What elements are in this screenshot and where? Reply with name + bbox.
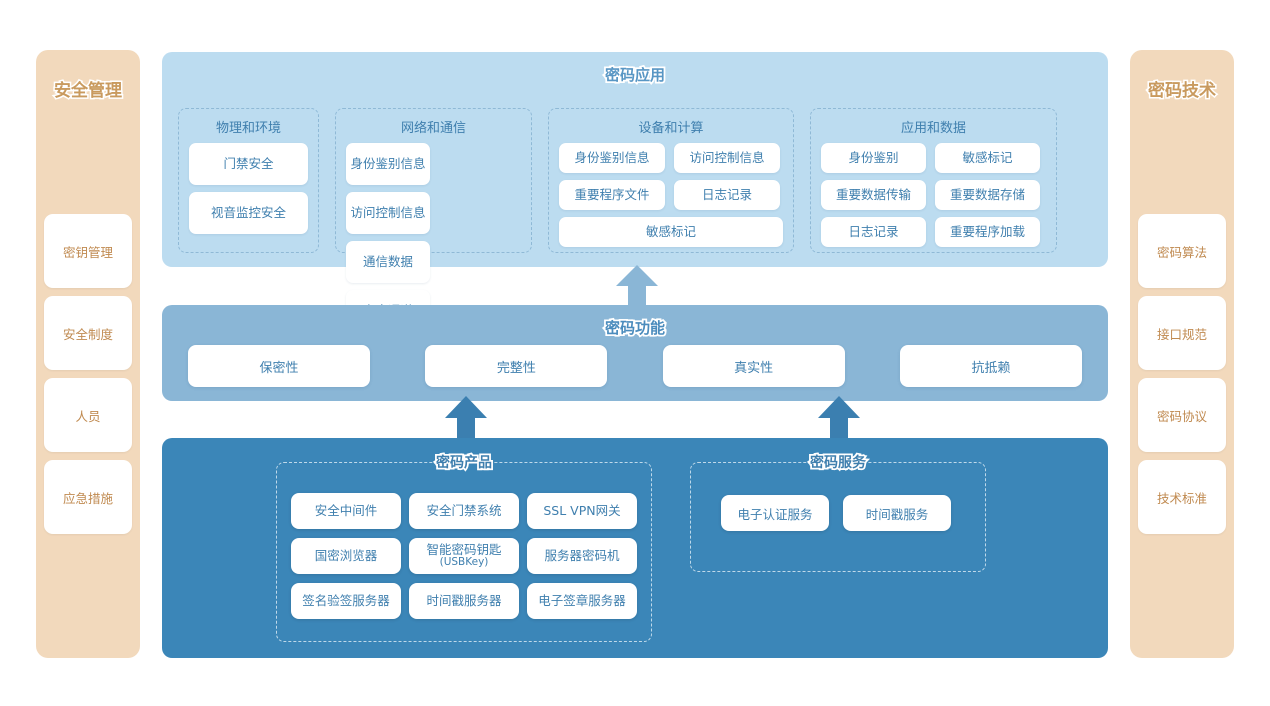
cell-device-sensitive-marking[interactable]: 敏感标记 [559, 217, 783, 247]
panel-application-title: 密码应用 [603, 64, 667, 86]
cell-access-control-security[interactable]: 门禁安全 [189, 143, 308, 185]
cell-e-certification-service[interactable]: 电子认证服务 [721, 495, 829, 531]
cell-security-middleware[interactable]: 安全中间件 [291, 493, 401, 529]
group-device-title: 设备和计算 [638, 121, 704, 136]
panel-crypto-function: 密码功能 保密性 完整性 真实性 抗抵赖 [162, 305, 1108, 401]
group-network-cells: 身份鉴别信息 访问控制信息 通信数据 安全通道 [346, 143, 521, 332]
panel-crypto-application: 密码应用 物理和环境 门禁安全 视音监控安全 网络和通信 身份鉴别信息 访问控制… [162, 52, 1108, 332]
cell-confidentiality[interactable]: 保密性 [188, 345, 370, 387]
cell-device-log-record[interactable]: 日志记录 [674, 180, 780, 210]
group-appdata-cells: 身份鉴别 敏感标记 重要数据传输 重要数据存储 日志记录 重要程序加载 [821, 143, 1046, 247]
cell-security-access-system-label: 安全门禁系统 [426, 503, 502, 518]
cell-av-monitoring-security[interactable]: 视音监控安全 [189, 192, 308, 234]
sidebar-item-interface-spec[interactable]: 接口规范 [1138, 296, 1226, 370]
sidebar-item-personnel[interactable]: 人员 [44, 378, 132, 452]
sidebar-item-crypto-protocol[interactable]: 密码协议 [1138, 378, 1226, 452]
group-products-title: 密码产品 [434, 453, 494, 473]
cell-device-identity-auth-info[interactable]: 身份鉴别信息 [559, 143, 665, 173]
cell-server-crypto-machine[interactable]: 服务器密码机 [527, 538, 637, 574]
panel-function-title: 密码功能 [603, 317, 667, 339]
cell-identity-auth-info[interactable]: 身份鉴别信息 [346, 143, 430, 185]
cell-e-seal-server[interactable]: 电子签章服务器 [527, 583, 637, 619]
cell-access-control-info[interactable]: 访问控制信息 [346, 192, 430, 234]
cell-smart-crypto-key-label: 智能密码钥匙 [426, 542, 502, 558]
sidebar-left-title: 安全管理 [53, 80, 124, 103]
cell-important-program-load[interactable]: 重要程序加载 [935, 217, 1040, 247]
sidebar-item-technical-standard[interactable]: 技术标准 [1138, 460, 1226, 534]
sidebar-item-security-policy[interactable]: 安全制度 [44, 296, 132, 370]
group-physical-environment: 物理和环境 门禁安全 视音监控安全 [178, 108, 319, 253]
arrow-products-to-function-right [818, 396, 860, 442]
cell-sign-verify-server-label: 签名验签服务器 [302, 593, 390, 608]
sidebar-item-emergency-measures[interactable]: 应急措施 [44, 460, 132, 534]
cell-timestamp-server-label: 时间戳服务器 [426, 593, 502, 608]
cell-integrity[interactable]: 完整性 [425, 345, 608, 387]
cell-security-middleware-label: 安全中间件 [314, 503, 378, 518]
group-services-title: 密码服务 [808, 453, 868, 473]
cell-non-repudiation[interactable]: 抗抵赖 [899, 345, 1082, 387]
cell-sensitive-marking[interactable]: 敏感标记 [935, 143, 1040, 173]
group-device-computing: 设备和计算 身份鉴别信息 访问控制信息 重要程序文件 日志记录 敏感标记 [548, 108, 794, 253]
sidebar-left-items: 密钥管理 安全制度 人员 应急措施 [44, 214, 132, 534]
cell-ssl-vpn-gateway[interactable]: SSL VPN网关 [527, 493, 637, 529]
cell-ssl-vpn-gateway-label: SSL VPN网关 [543, 503, 621, 518]
cell-timestamp-service[interactable]: 时间戳服务 [843, 495, 951, 531]
cell-smart-crypto-key-sublabel: (USBKey) [439, 556, 489, 569]
cell-e-seal-server-label: 电子签章服务器 [538, 593, 626, 608]
sidebar-item-crypto-algorithm[interactable]: 密码算法 [1138, 214, 1226, 288]
cell-authenticity[interactable]: 真实性 [662, 345, 845, 387]
sidebar-security-management: 安全管理 密钥管理 安全制度 人员 应急措施 [36, 50, 140, 658]
sidebar-item-key-management[interactable]: 密钥管理 [44, 214, 132, 288]
group-appdata-title: 应用和数据 [900, 121, 966, 136]
panel-crypto-products-services: 密码产品 安全中间件 安全门禁系统 SSL VPN网关 国密浏览器 智能密码钥匙… [162, 438, 1108, 658]
group-crypto-products: 密码产品 安全中间件 安全门禁系统 SSL VPN网关 国密浏览器 智能密码钥匙… [276, 453, 652, 642]
cell-important-program-file[interactable]: 重要程序文件 [559, 180, 665, 210]
cell-important-data-storage[interactable]: 重要数据存储 [935, 180, 1040, 210]
sidebar-crypto-technology: 密码技术 密码算法 接口规范 密码协议 技术标准 [1130, 50, 1234, 658]
cell-important-data-transfer[interactable]: 重要数据传输 [821, 180, 926, 210]
function-cells: 保密性 完整性 真实性 抗抵赖 [188, 345, 1082, 387]
cell-server-crypto-machine-label: 服务器密码机 [544, 548, 620, 563]
cell-device-access-control-info[interactable]: 访问控制信息 [674, 143, 780, 173]
cell-identity-auth[interactable]: 身份鉴别 [821, 143, 926, 173]
arrow-function-to-application [616, 265, 658, 309]
cell-smart-crypto-key[interactable]: 智能密码钥匙 (USBKey) [409, 538, 519, 574]
arrow-products-to-function-left [445, 396, 487, 442]
sidebar-right-title: 密码技术 [1147, 80, 1218, 103]
cell-sign-verify-server[interactable]: 签名验签服务器 [291, 583, 401, 619]
group-network-communication: 网络和通信 身份鉴别信息 访问控制信息 通信数据 安全通道 [335, 108, 532, 332]
sidebar-right-items: 密码算法 接口规范 密码协议 技术标准 [1138, 214, 1226, 534]
cell-communication-data[interactable]: 通信数据 [346, 241, 430, 283]
group-physical-cells: 门禁安全 视音监控安全 [189, 143, 308, 242]
cell-security-access-system[interactable]: 安全门禁系统 [409, 493, 519, 529]
group-device-cells: 身份鉴别信息 访问控制信息 重要程序文件 日志记录 敏感标记 [559, 143, 783, 247]
cell-sm-browser-label: 国密浏览器 [314, 548, 378, 563]
group-crypto-services: 密码服务 电子认证服务 时间戳服务 [690, 453, 986, 572]
products-grid: 安全中间件 安全门禁系统 SSL VPN网关 国密浏览器 智能密码钥匙 (USB… [291, 493, 639, 619]
cell-timestamp-server[interactable]: 时间戳服务器 [409, 583, 519, 619]
group-network-title: 网络和通信 [400, 121, 466, 136]
group-physical-title: 物理和环境 [215, 121, 281, 136]
group-application-data: 应用和数据 身份鉴别 敏感标记 重要数据传输 重要数据存储 日志记录 重要程序加… [810, 108, 1057, 253]
application-groups: 物理和环境 门禁安全 视音监控安全 网络和通信 身份鉴别信息 访问控制信息 通信… [178, 108, 1092, 332]
cell-sm-browser[interactable]: 国密浏览器 [291, 538, 401, 574]
services-grid: 电子认证服务 时间戳服务 [721, 495, 951, 531]
cell-appdata-log-record[interactable]: 日志记录 [821, 217, 926, 247]
